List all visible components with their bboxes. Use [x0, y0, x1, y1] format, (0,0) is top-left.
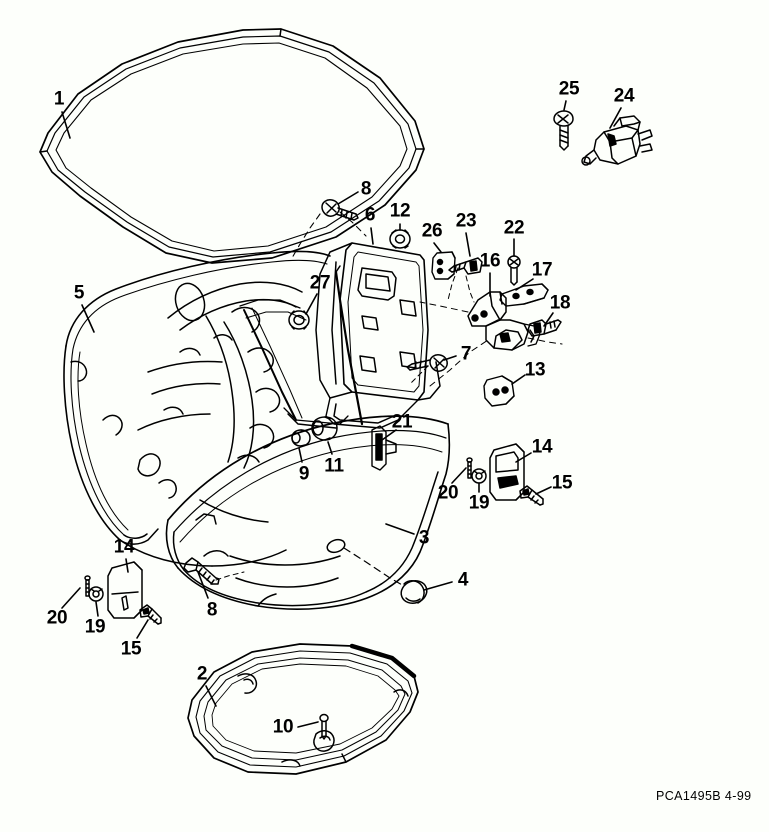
part-screw-8-upper	[291, 199, 367, 259]
callout-26: 26	[421, 220, 443, 242]
part-lower-cowl-seal	[187, 643, 419, 775]
part-bracket-26	[431, 251, 456, 280]
part-washer-19-right	[471, 468, 487, 484]
callout-8: 8	[360, 178, 372, 200]
callout-7: 7	[460, 343, 472, 365]
part-grommet-27	[288, 310, 310, 330]
callout-13: 13	[524, 359, 546, 381]
callout-15: 15	[551, 472, 573, 494]
part-pin-20-left	[84, 575, 91, 597]
callout-21: 21	[391, 411, 413, 433]
part-screw-8-lower	[183, 557, 245, 585]
part-latch-cover-right	[489, 443, 525, 501]
callout-23: 23	[455, 210, 477, 232]
part-plug	[400, 579, 428, 605]
callout-9: 9	[298, 463, 310, 485]
callout-17: 17	[531, 259, 553, 281]
part-upper-cowl-seal	[39, 28, 425, 264]
callout-8b: 8	[206, 599, 218, 621]
part-clip-21	[371, 425, 397, 471]
part-pin-10	[319, 713, 329, 740]
callout-27: 27	[309, 272, 331, 294]
part-latch-cover-left	[107, 561, 143, 619]
part-screw-7	[406, 354, 448, 385]
callout-16: 16	[479, 250, 501, 272]
part-pin-20-right	[466, 457, 473, 479]
part-washer-19-left	[88, 586, 104, 602]
callout-3: 3	[418, 527, 430, 549]
callout-2: 2	[196, 663, 208, 685]
diagram-footer-code: PCA1495B 4-99	[656, 789, 752, 803]
callout-10: 10	[272, 716, 294, 738]
part-bushing-12	[389, 229, 411, 249]
part-lower-cowl	[165, 415, 451, 610]
callout-22: 22	[503, 217, 525, 239]
callout-11: 11	[324, 455, 344, 477]
callout-15b: 15	[120, 638, 142, 660]
part-screw-18	[527, 319, 562, 337]
callout-24: 24	[613, 85, 635, 107]
callout-25: 25	[558, 78, 580, 100]
callout-14b: 14	[113, 536, 135, 558]
part-screw-25	[553, 110, 574, 151]
part-screw-23	[447, 257, 483, 303]
callout-4: 4	[457, 569, 469, 591]
callout-19b: 19	[84, 616, 106, 638]
callout-6: 6	[364, 204, 376, 226]
part-switch-assembly	[581, 115, 653, 166]
part-screw-15-left	[139, 604, 162, 625]
leader-lines	[61, 100, 622, 728]
callout-19: 19	[468, 492, 490, 514]
callout-18: 18	[549, 292, 571, 314]
callout-5: 5	[73, 282, 85, 304]
part-screw-15-right	[519, 485, 544, 506]
callout-14: 14	[531, 436, 553, 458]
callout-20b: 20	[46, 607, 68, 629]
part-inner-panel	[239, 242, 441, 429]
part-grommet-11	[311, 416, 338, 441]
part-bushing-9	[291, 429, 311, 447]
callout-12: 12	[389, 200, 411, 222]
callout-1: 1	[53, 88, 65, 110]
part-bracket-plate-13	[483, 375, 515, 407]
callout-20: 20	[437, 482, 459, 504]
part-rivet-22	[507, 255, 521, 286]
